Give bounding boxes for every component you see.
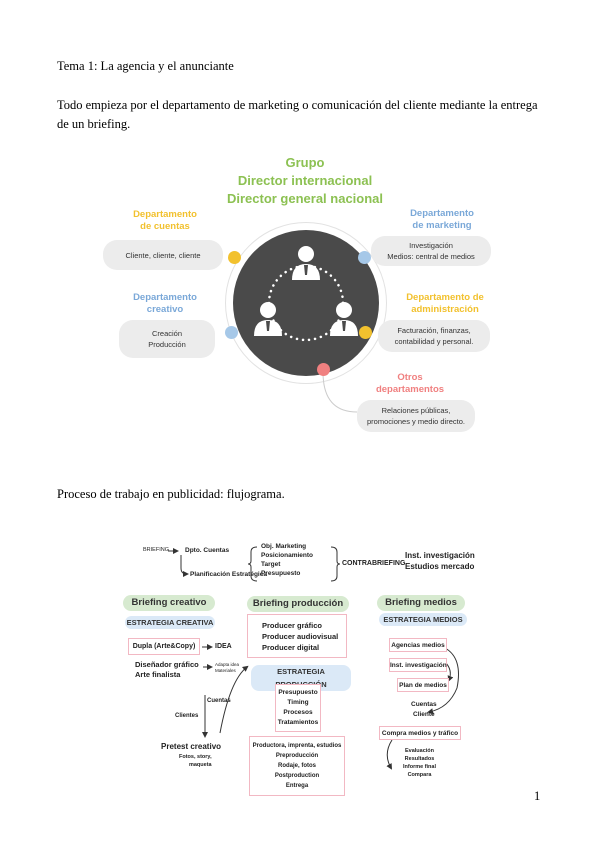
medios-cuentas-label: Cuentas xyxy=(411,701,437,708)
org-header-line-1: Grupo xyxy=(285,155,325,170)
adapta-labels: Adapta idea Materiales xyxy=(215,662,240,673)
pretest-items: Fotos, story, maqueta xyxy=(179,754,212,768)
marketing-box: Investigación Medios: central de medios xyxy=(371,236,491,266)
people-network-icon xyxy=(254,246,358,342)
administracion-title: Departamento de administración xyxy=(406,292,484,315)
connector-lines xyxy=(322,371,358,413)
section-title: Tema 1: La agencia y el anunciante xyxy=(57,59,234,73)
plan-medios-box: Plan de medios xyxy=(397,678,449,692)
agency-org-diagram: Grupo Director internacional Director ge… xyxy=(95,150,515,440)
otros-box: Relaciones públicas, promociones y medio… xyxy=(357,400,475,432)
marketing-title: Departamento de marketing xyxy=(410,208,474,231)
dpto-cuentas-label: Dpto. Cuentas xyxy=(185,547,230,554)
evaluation-items: Evaluación Resultados Informe final Comp… xyxy=(403,748,437,778)
production-final-box: Productora, imprenta, estudios Preproduc… xyxy=(249,736,345,796)
producers-box: Producer gráfico Producer audiovisual Pr… xyxy=(247,614,347,658)
page-number: 1 xyxy=(534,789,541,803)
org-header-line-3: Director general nacional xyxy=(226,191,384,206)
advertising-flowchart: BRIEFING Dpto. Cuentas Planificación Est… xyxy=(123,540,480,800)
cuentas-title: Departamento de cuentas xyxy=(133,209,197,232)
outer-ring xyxy=(225,222,387,384)
estrategia-creativa-header: ESTRATEGIA CREATIVA xyxy=(125,616,215,629)
agencias-medios-box: Agencias medios xyxy=(389,638,447,652)
briefing-creativo-header: Briefing creativo xyxy=(123,595,215,611)
cuentas-dot xyxy=(228,251,241,264)
clientes-label: Clientes xyxy=(175,713,199,719)
pretest-label: Pretest creativo xyxy=(161,742,222,751)
creativo-box: Creación Producción xyxy=(119,320,215,358)
briefing-produccion-header: Briefing producción xyxy=(247,596,349,612)
process-paragraph: Proceso de trabajo en publicidad: flujog… xyxy=(57,487,285,501)
inst-investigacion-box: Inst. investigación xyxy=(389,658,447,672)
briefing-medios-header: Briefing medios xyxy=(377,595,465,611)
creativo-dot xyxy=(225,326,238,339)
cuentas-box: Cliente, cliente, cliente xyxy=(103,240,223,270)
otros-dot xyxy=(317,363,330,376)
inst-items: Inst. investigación Estudios mercado xyxy=(405,551,475,571)
planificacion-label: Planificación Estratégica xyxy=(190,571,267,578)
compra-medios-box: Compra medios y tráfico xyxy=(379,726,461,740)
flowchart-arrows xyxy=(168,546,459,770)
estrategia-medios-header: ESTRATEGIA MEDIOS xyxy=(379,613,467,626)
otros-title: Otros departamentos xyxy=(375,372,445,395)
intro-paragraph: Todo empieza por el departamento de mark… xyxy=(57,98,538,131)
administracion-dot xyxy=(359,326,372,339)
marketing-dot xyxy=(358,251,371,264)
contrabriefing-label: CONTRABRIEFING xyxy=(342,560,406,567)
creativo-title: Departamento creativo xyxy=(133,292,197,315)
production-items-box: Presupuesto Timing Procesos Tratamientos xyxy=(275,684,321,732)
dupla-box: Dupla (Arte&Copy) xyxy=(128,638,200,655)
brace-items: Obj. Marketing Posicionamiento Target Pr… xyxy=(261,543,314,577)
medios-cliente-label: Cliente xyxy=(413,711,435,718)
idea-label: IDEA xyxy=(215,643,232,650)
org-header-line-2: Director internacional xyxy=(237,173,373,188)
briefing-label: BRIEFING xyxy=(143,547,169,553)
disenador-labels: Diseñador gráfico Arte finalista xyxy=(135,660,199,679)
cuentas-label: Cuentas xyxy=(207,698,231,704)
administracion-box: Facturación, finanzas, contabilidad y pe… xyxy=(378,320,490,352)
